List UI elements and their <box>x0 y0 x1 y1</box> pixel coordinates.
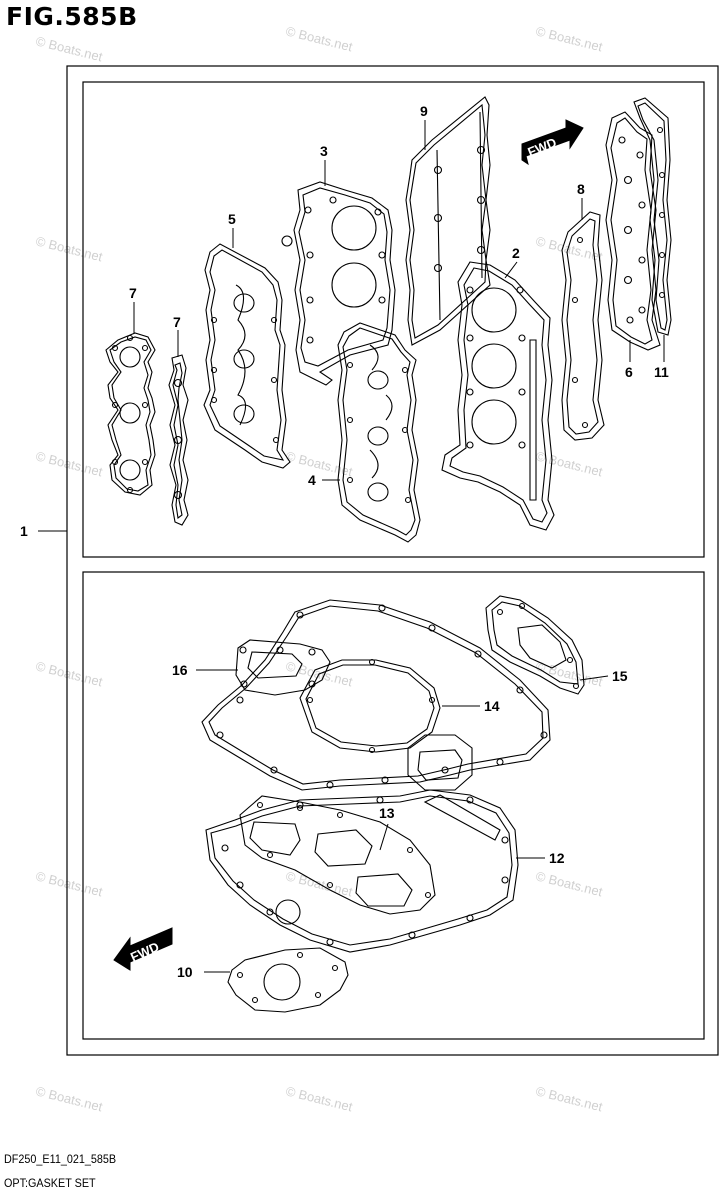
exhaust-cover-gasket-11 <box>633 97 672 336</box>
upper-parts <box>105 96 672 543</box>
callout-16: 16 <box>172 662 188 678</box>
callout-5: 5 <box>228 211 236 227</box>
watermark: © Boats.net <box>34 658 104 689</box>
lower-panel <box>82 571 705 1040</box>
callout-8: 8 <box>577 181 585 197</box>
head-gasket-2 <box>441 261 555 531</box>
watermark-layer: © Boats.net © Boats.net © Boats.net © Bo… <box>34 23 604 1114</box>
watermark: © Boats.net <box>34 448 104 479</box>
callout-10: 10 <box>177 964 193 980</box>
callout-11: 11 <box>654 364 669 380</box>
watermark: © Boats.net <box>534 868 604 899</box>
cover-gasket-8 <box>561 211 605 441</box>
exhaust-cover-gasket-6 <box>605 111 661 351</box>
valve-gasket-5 <box>203 243 291 469</box>
callout-14: 14 <box>484 698 500 714</box>
watermark: © Boats.net <box>34 233 104 264</box>
fwd-label: FWD <box>128 939 161 965</box>
figure-title: FIG.585B <box>6 2 138 31</box>
drawing-code: DF250_E11_021_585B <box>4 1152 117 1166</box>
plate-gasket-13 <box>239 795 436 915</box>
callouts: 1 2 3 4 5 6 7 7 8 9 10 11 12 13 14 15 16 <box>20 103 669 980</box>
base-gasket-12 <box>205 789 519 953</box>
plate-gasket-10 <box>227 947 349 1013</box>
watermark: © Boats.net <box>34 1083 104 1114</box>
callout-1: 1 <box>20 523 28 539</box>
callout-7b: 7 <box>173 314 181 330</box>
crankcase-gasket-14 <box>201 599 551 791</box>
port-gasket-small <box>407 734 473 791</box>
callout-4: 4 <box>308 472 316 488</box>
side-gasket-15 <box>485 595 585 695</box>
callout-7a: 7 <box>129 285 137 301</box>
fwd-label: FWD <box>526 135 559 160</box>
port-gasket-16 <box>235 639 331 696</box>
figure-caption: OPT:GASKET SET <box>4 1176 96 1190</box>
lower-parts <box>201 595 585 1013</box>
leader-lines <box>38 120 665 973</box>
upper-panel <box>82 81 705 558</box>
callout-2: 2 <box>512 245 520 261</box>
fwd-arrow-upper: FWD <box>521 119 584 166</box>
callout-9: 9 <box>420 103 428 119</box>
callout-3: 3 <box>320 143 328 159</box>
cover-gasket-4 <box>337 322 421 543</box>
watermark: © Boats.net <box>534 1083 604 1114</box>
side-gasket-7b <box>168 354 189 526</box>
callout-13: 13 <box>379 805 395 821</box>
watermark: © Boats.net <box>284 23 354 54</box>
watermark: © Boats.net <box>534 23 604 54</box>
watermark: © Boats.net <box>34 868 104 899</box>
cover-gasket-9 <box>405 96 491 346</box>
callout-6: 6 <box>625 364 633 380</box>
exhaust-gasket-7a <box>105 332 156 496</box>
watermark: © Boats.net <box>284 1083 354 1114</box>
callout-15: 15 <box>612 668 628 684</box>
fwd-arrow-lower: FWD <box>113 927 173 971</box>
head-gasket-3 <box>281 181 396 386</box>
watermark: © Boats.net <box>34 33 104 64</box>
callout-12: 12 <box>549 850 565 866</box>
watermark: © Boats.net <box>534 658 604 689</box>
outer-frame <box>66 65 719 1056</box>
